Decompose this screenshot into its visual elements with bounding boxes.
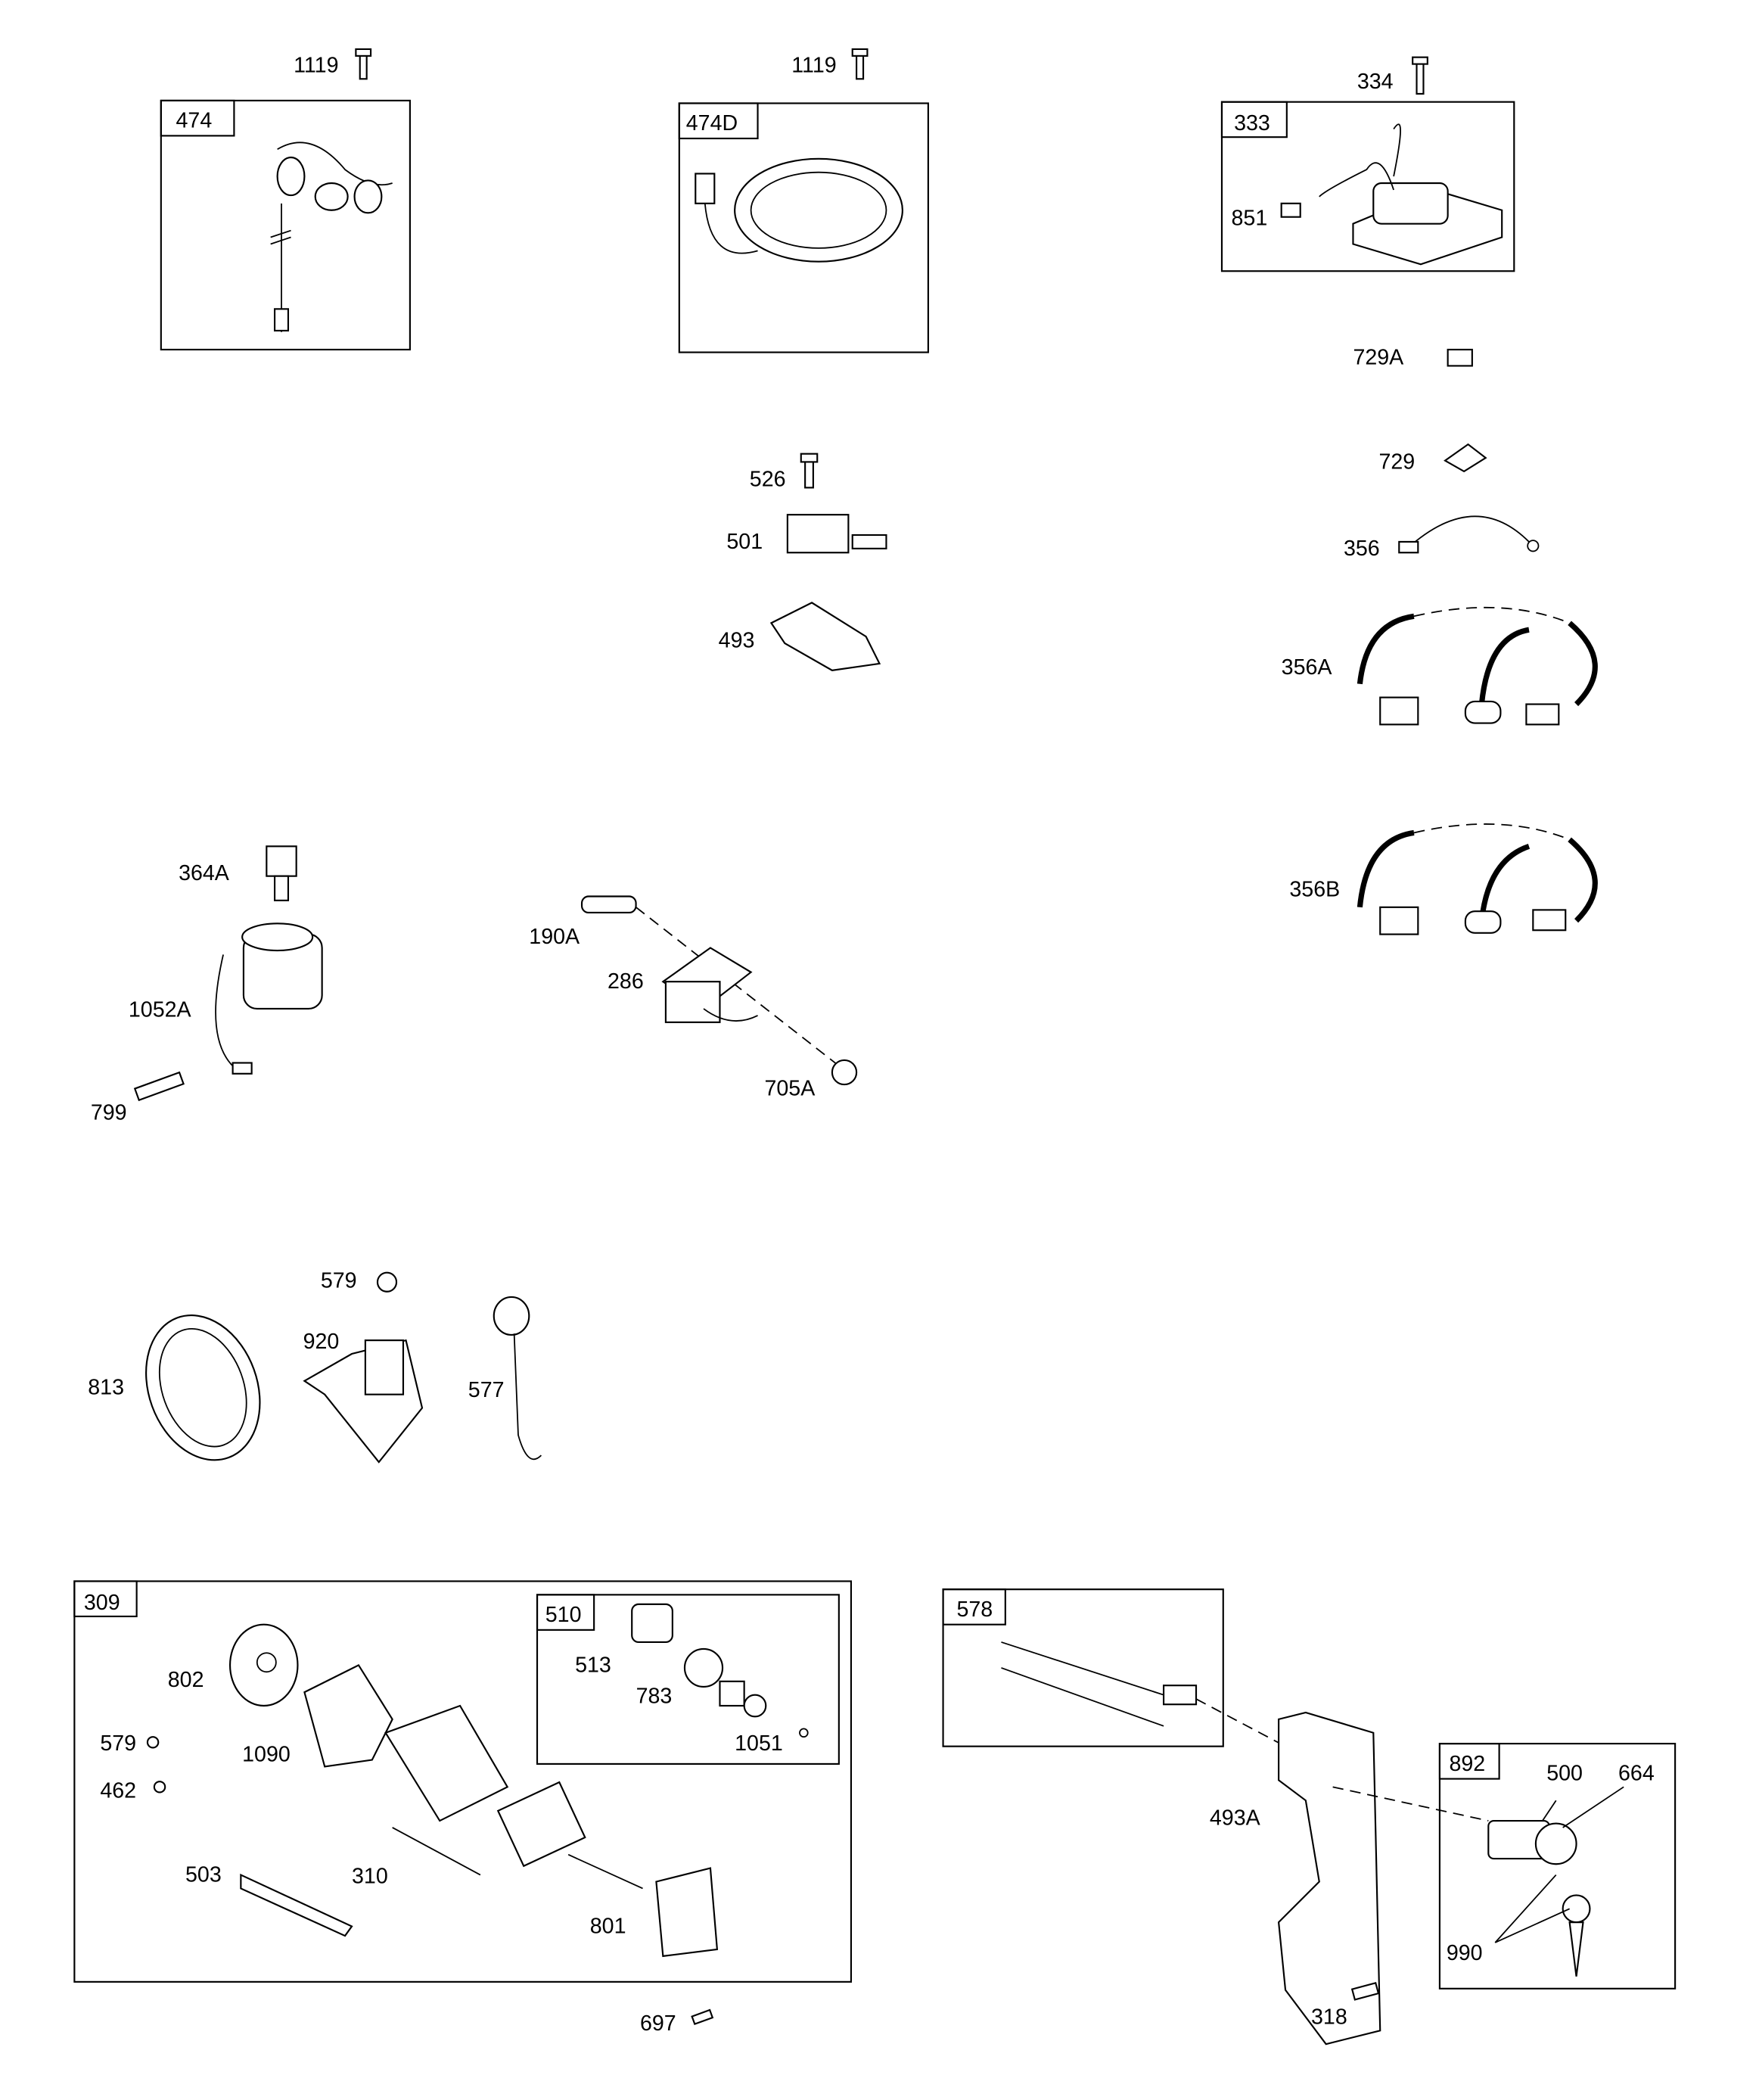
callout-500[interactable]: 500: [1546, 1761, 1583, 1785]
callout-802[interactable]: 802: [168, 1668, 204, 1692]
group-label: 309: [84, 1591, 120, 1615]
drive-gear-icon: [631, 1603, 809, 1738]
callout-990[interactable]: 990: [1447, 1941, 1483, 1965]
group-label: 578: [956, 1598, 993, 1622]
group-474D[interactable]: 474D: [678, 102, 929, 353]
callout-729A[interactable]: 729A: [1353, 346, 1404, 370]
callout-1052A[interactable]: 1052A: [129, 998, 192, 1022]
wire-harness-icon: [1001, 1641, 1286, 1747]
callout-813[interactable]: 813: [88, 1376, 124, 1400]
callout-783[interactable]: 783: [636, 1684, 673, 1708]
ignition-coil-icon: [1280, 123, 1503, 266]
group-333[interactable]: 333: [1220, 101, 1515, 272]
callout-579[interactable]: 579: [100, 1731, 136, 1756]
callout-729[interactable]: 729: [1378, 450, 1415, 474]
callout-801[interactable]: 801: [590, 1914, 626, 1938]
group-510[interactable]: 510: [536, 1594, 840, 1765]
callout-364A[interactable]: 364A: [179, 861, 230, 885]
ignition-key-switch-icon: [1487, 1786, 1624, 1977]
callout-579[interactable]: 579: [321, 1268, 357, 1293]
callout-334[interactable]: 334: [1357, 70, 1394, 94]
callout-501[interactable]: 501: [726, 530, 763, 554]
callout-286[interactable]: 286: [608, 969, 644, 994]
stator-ring-icon: [695, 157, 903, 263]
starter-motor-icon: [146, 1623, 719, 1958]
group-578[interactable]: 578: [942, 1588, 1286, 1747]
callout-664[interactable]: 664: [1618, 1761, 1655, 1785]
callout-697[interactable]: 697: [640, 2011, 676, 2036]
callout-356B[interactable]: 356B: [1289, 878, 1340, 902]
callout-462[interactable]: 462: [100, 1779, 136, 1803]
callout-705A[interactable]: 705A: [764, 1076, 816, 1100]
stator-icon: [270, 142, 393, 332]
group-label: 333: [1234, 111, 1270, 135]
group-label: 474D: [686, 111, 738, 135]
callout-1090[interactable]: 1090: [242, 1742, 291, 1766]
callout-526[interactable]: 526: [750, 468, 786, 492]
callout-577[interactable]: 577: [468, 1378, 505, 1402]
callout-493[interactable]: 493: [719, 628, 755, 652]
part-callouts: 1119 1119 334 851 729A 729 356 356A 356B…: [88, 53, 1655, 2036]
group-label: 892: [1449, 1752, 1485, 1776]
group-892[interactable]: 892: [1438, 1743, 1677, 1990]
callout-503[interactable]: 503: [185, 1863, 222, 1887]
callout-356[interactable]: 356: [1344, 537, 1380, 561]
group-474[interactable]: 474: [160, 99, 411, 351]
loose-parts-icons: [133, 48, 1598, 2046]
callout-1051[interactable]: 1051: [735, 1731, 783, 1756]
callout-920[interactable]: 920: [303, 1330, 340, 1354]
callout-1119[interactable]: 1119: [791, 53, 836, 77]
callout-356A[interactable]: 356A: [1282, 655, 1333, 680]
callout-318[interactable]: 318: [1311, 2005, 1347, 2029]
group-label: 474: [176, 109, 213, 133]
callout-190A[interactable]: 190A: [529, 925, 580, 949]
callout-1119[interactable]: 1119: [294, 53, 338, 77]
callout-493A[interactable]: 493A: [1210, 1806, 1261, 1830]
group-309[interactable]: 309: [73, 1580, 853, 1983]
group-label: 510: [545, 1603, 582, 1627]
callout-310[interactable]: 310: [352, 1864, 388, 1888]
callout-799[interactable]: 799: [91, 1101, 127, 1125]
callout-513[interactable]: 513: [575, 1653, 611, 1677]
callout-851[interactable]: 851: [1232, 206, 1268, 230]
